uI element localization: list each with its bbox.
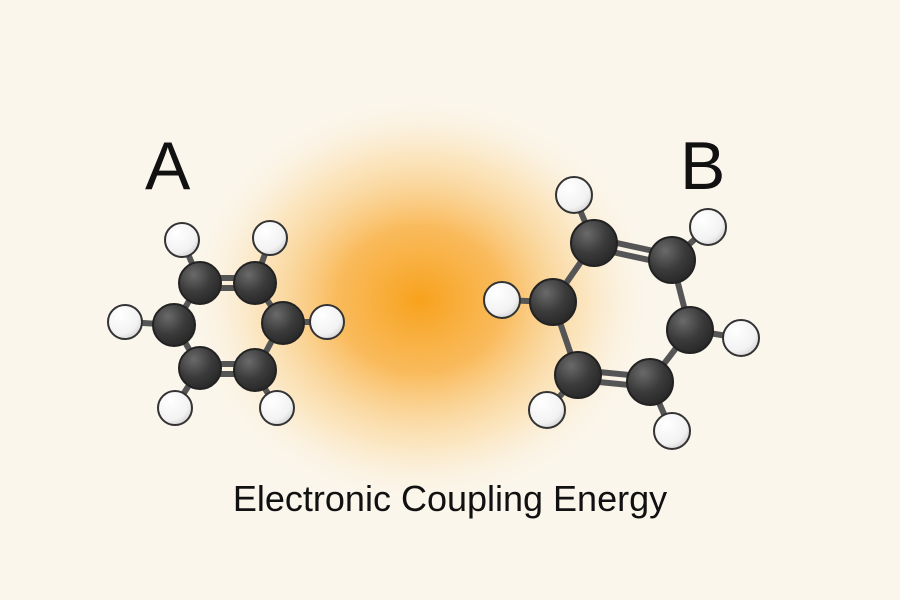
carbon-atom [233, 261, 277, 305]
molecule-a [107, 220, 345, 426]
hydrogen-atom [309, 304, 345, 340]
hydrogen-atom [483, 281, 521, 319]
hydrogen-atom [528, 391, 566, 429]
carbon-atom [554, 351, 602, 399]
hydrogen-atom [259, 390, 295, 426]
carbon-atom [666, 306, 714, 354]
molecule-a-label: A [145, 128, 191, 204]
hydrogen-atom [252, 220, 288, 256]
hydrogen-atom [653, 412, 691, 450]
carbon-atom [529, 278, 577, 326]
carbon-atom [233, 348, 277, 392]
carbon-atom [570, 219, 618, 267]
carbon-atom [648, 236, 696, 284]
diagram-caption: Electronic Coupling Energy [232, 478, 668, 519]
molecule-b-label: B [680, 128, 726, 204]
hydrogen-atom [157, 390, 193, 426]
molecule-a-hydrogens [107, 220, 345, 426]
carbon-atom [261, 301, 305, 345]
hydrogen-atom [164, 222, 200, 258]
molecule-a-carbons [152, 261, 305, 392]
carbon-atom [178, 261, 222, 305]
hydrogen-atom [722, 319, 760, 357]
molecule-b [483, 176, 760, 450]
molecule-b-carbons [529, 219, 714, 406]
carbon-atom [626, 358, 674, 406]
carbon-atom [152, 303, 196, 347]
carbon-atom [178, 346, 222, 390]
molecule-b-hydrogens [483, 176, 760, 450]
hydrogen-atom [107, 304, 143, 340]
hydrogen-atom [555, 176, 593, 214]
hydrogen-atom [689, 208, 727, 246]
